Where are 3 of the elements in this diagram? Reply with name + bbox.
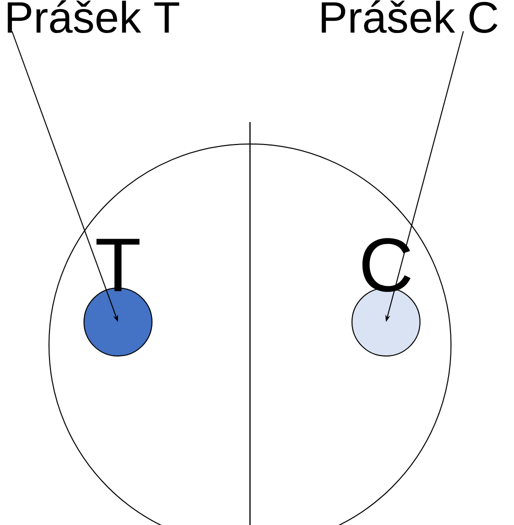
- label-text: Prášek C: [322, 0, 498, 34]
- letter-label: T: [96, 238, 140, 292]
- label-text: Prášek T: [8, 0, 180, 34]
